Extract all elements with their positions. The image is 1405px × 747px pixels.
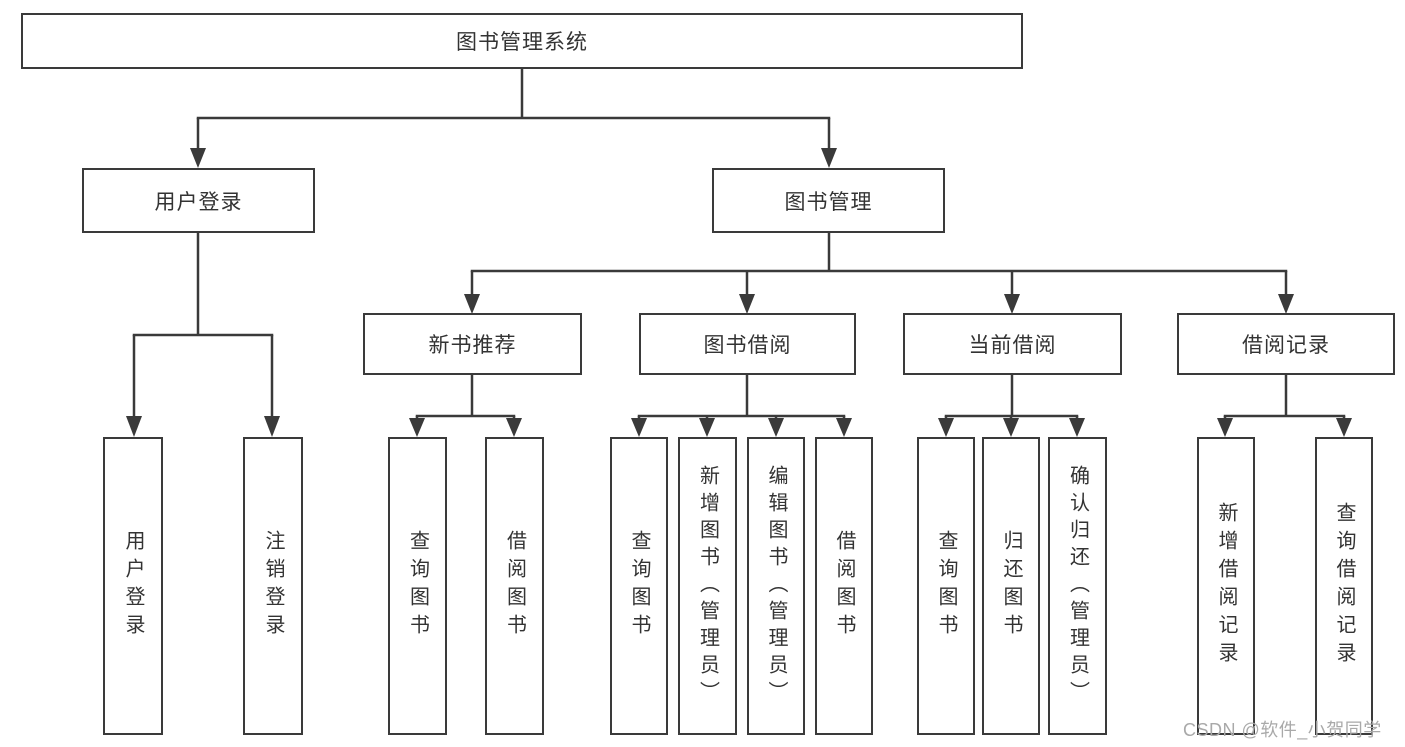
leaf-borrow-books: 借阅图书 — [815, 437, 873, 735]
watermark: CSDN @软件_小贺同学 — [1183, 720, 1382, 740]
leaf-query-borrow-record: 查询借阅记录 — [1315, 437, 1373, 735]
node-book-borrow: 图书借阅 — [639, 313, 856, 375]
leaf-query-books-borrow: 查询图书 — [610, 437, 668, 735]
node-user-login: 用户登录 — [82, 168, 315, 233]
leaf-return-book: 归还图书 — [982, 437, 1040, 735]
leaf-user-login: 用户登录 — [103, 437, 163, 735]
leaf-add-borrow-record: 新增借阅记录 — [1197, 437, 1255, 735]
root-node-library-system: 图书管理系统 — [21, 13, 1023, 69]
leaf-edit-book-admin: 编辑图书（管理员） — [747, 437, 805, 735]
node-new-book-recommend: 新书推荐 — [363, 313, 582, 375]
node-current-borrow: 当前借阅 — [903, 313, 1122, 375]
node-borrow-records: 借阅记录 — [1177, 313, 1395, 375]
leaf-logout: 注销登录 — [243, 437, 303, 735]
leaf-borrow-books-recommend: 借阅图书 — [485, 437, 544, 735]
leaf-query-books-recommend: 查询图书 — [388, 437, 447, 735]
leaf-query-books-current: 查询图书 — [917, 437, 975, 735]
leaf-confirm-return-admin: 确认归还（管理员） — [1048, 437, 1107, 735]
leaf-add-book-admin: 新增图书（管理员） — [678, 437, 737, 735]
node-book-management: 图书管理 — [712, 168, 945, 233]
